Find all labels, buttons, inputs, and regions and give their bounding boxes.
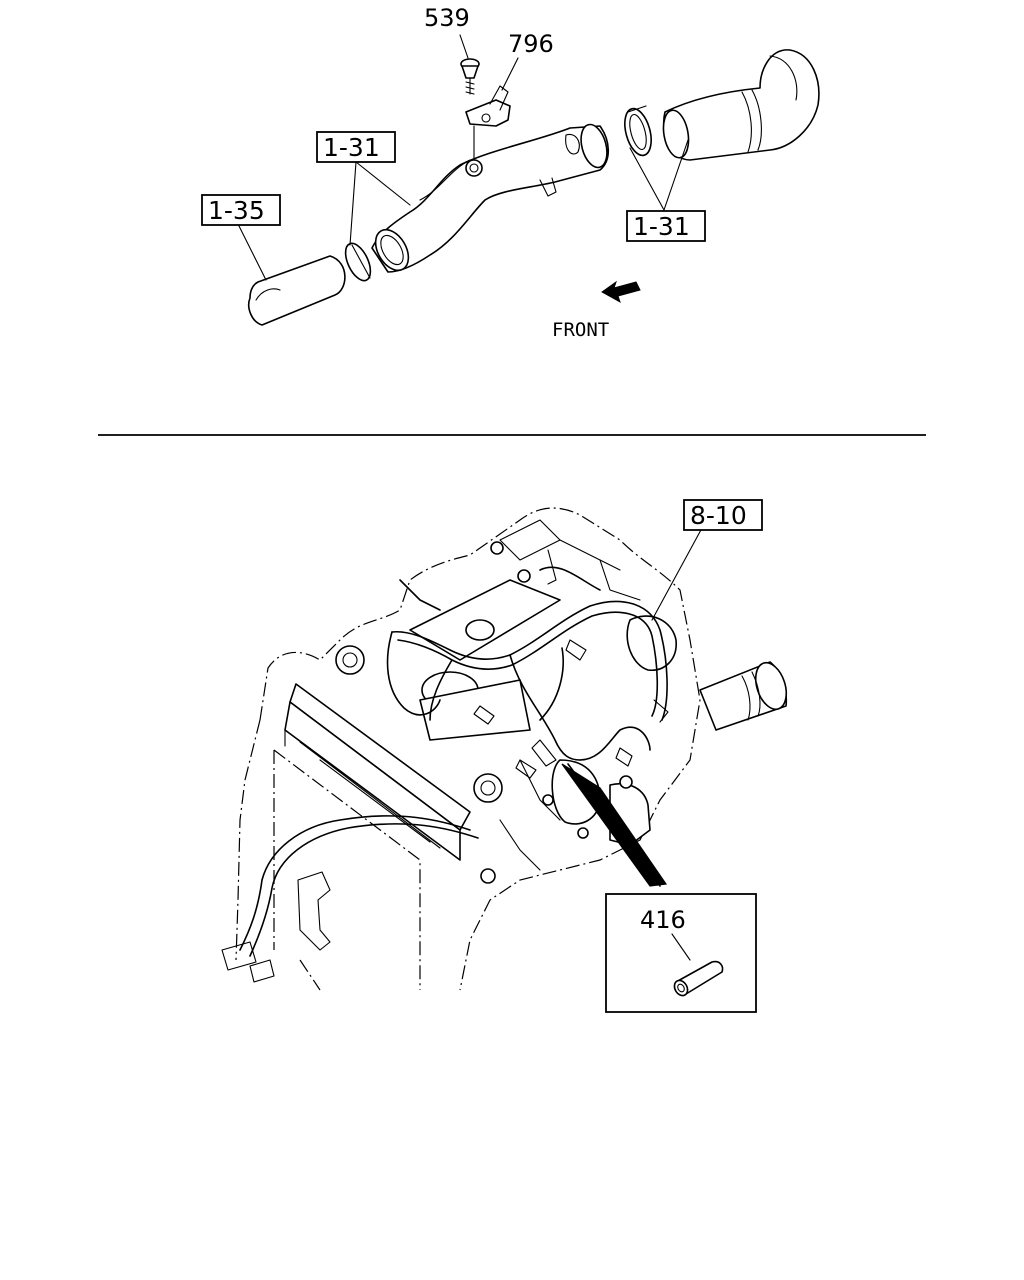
left-clamp-drawing <box>344 242 372 282</box>
outlet-pipe-drawing <box>699 661 788 731</box>
sensor-drawing <box>465 85 511 161</box>
leader-416 <box>671 933 691 961</box>
front-direction-label: FRONT <box>552 319 609 341</box>
intake-pipe-drawing <box>371 123 610 273</box>
callout-1-31-right: 1-31 <box>633 212 690 241</box>
wiring-harness-drawing <box>221 549 669 983</box>
top-diagram <box>201 34 820 326</box>
callout-1-31-left: 1-31 <box>323 133 380 162</box>
zoom-wedge-edge <box>567 763 661 887</box>
engine-body-drawing <box>335 519 677 884</box>
callout-8-10: 8-10 <box>690 501 747 530</box>
engine-outline-drawing <box>235 507 701 991</box>
inlet-hose-drawing <box>247 255 346 326</box>
callout-1-35: 1-35 <box>208 196 265 225</box>
outlet-hose-drawing <box>662 49 820 161</box>
front-arrow-icon <box>601 280 641 304</box>
radiator-drawing <box>273 683 471 990</box>
callout-box-1-31-right <box>626 210 706 242</box>
bolt-drawing <box>460 58 480 95</box>
leader-8-10 <box>651 527 703 621</box>
callout-539: 539 <box>424 4 470 32</box>
callout-box-1-31-left <box>316 131 396 163</box>
bottom-diagram <box>221 499 788 1013</box>
callout-box-8-10 <box>683 499 763 531</box>
right-clamp-drawing <box>624 105 652 157</box>
callout-416: 416 <box>640 906 686 934</box>
callout-796: 796 <box>508 30 554 58</box>
sleeve-part-drawing <box>673 960 724 997</box>
callout-box-1-35 <box>201 194 281 226</box>
top-leader-lines <box>237 34 689 281</box>
